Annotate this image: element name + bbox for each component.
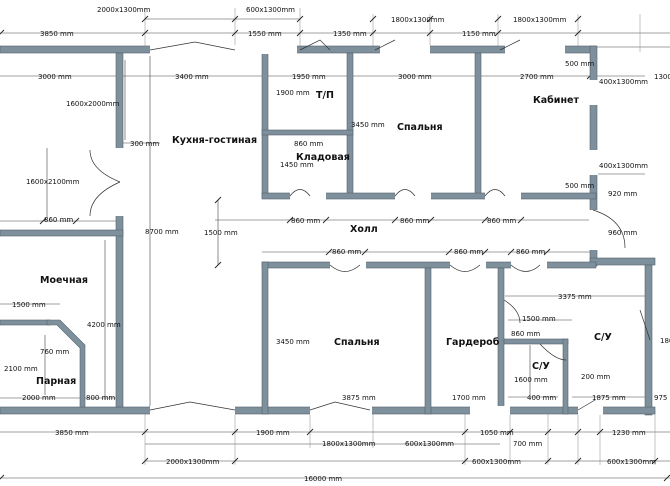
dim-label: 3000 mm bbox=[398, 73, 432, 81]
dimension-ticks bbox=[0, 15, 670, 482]
dim-label: 1900 mm bbox=[276, 89, 310, 97]
dim-label: 500 mm bbox=[565, 60, 594, 68]
dim-label: 1800x1300mm bbox=[391, 16, 445, 24]
dim-label: 960 mm bbox=[608, 229, 637, 237]
dim-label: 600x1300mm bbox=[472, 458, 521, 466]
dim-label: 300 mm bbox=[130, 140, 159, 148]
dim-label: 400x1300mm bbox=[599, 78, 648, 86]
dim-label: 700 mm bbox=[513, 440, 542, 448]
doors bbox=[89, 39, 651, 411]
dim-label: 2100 mm bbox=[4, 365, 38, 373]
dimension-lines bbox=[0, 8, 670, 479]
dim-label: 3850 mm bbox=[55, 429, 89, 437]
dim-label: 860 mm bbox=[291, 217, 320, 225]
dim-label: 1600x2000mm bbox=[66, 100, 120, 108]
dim-label: 1800x1300mm bbox=[513, 16, 567, 24]
dim-label: 2000x1300mm bbox=[97, 6, 151, 14]
dim-label: 3450 mm bbox=[351, 121, 385, 129]
room-labels: Кухня-гостиная Т/П Кладовая Спальня Каби… bbox=[36, 90, 612, 387]
dim-label: 1230 mm bbox=[612, 429, 646, 437]
dim-label: 600x1300mm bbox=[246, 6, 295, 14]
dim-label: 600x1300mm bbox=[607, 458, 656, 466]
dim-label: 3850 mm bbox=[40, 30, 74, 38]
dim-label: 920 mm bbox=[608, 190, 637, 198]
dim-label: 1800x1300mm bbox=[322, 440, 376, 448]
dim-label: 860 mm bbox=[44, 216, 73, 224]
dim-label: 1500 mm bbox=[12, 301, 46, 309]
dim-label: 860 mm bbox=[332, 248, 361, 256]
dim-label: 1600x2100mm bbox=[26, 178, 80, 186]
dim-label: 860 mm bbox=[511, 330, 540, 338]
dim-label: 1900 mm bbox=[256, 429, 290, 437]
dim-label: 975 m bbox=[654, 394, 670, 402]
dim-label: 16000 mm bbox=[304, 475, 342, 483]
dim-label: 186 bbox=[660, 337, 670, 345]
dim-label: 500 mm bbox=[565, 182, 594, 190]
room-bedroom-top-label: Спальня bbox=[397, 122, 443, 133]
room-steam-label: Парная bbox=[36, 376, 76, 387]
dim-label: 1700 mm bbox=[452, 394, 486, 402]
dim-label: 1350 mm bbox=[333, 30, 367, 38]
dim-label: 400x1300mm bbox=[599, 162, 648, 170]
dim-label: 760 mm bbox=[40, 348, 69, 356]
dim-label: 400 mm bbox=[527, 394, 556, 402]
dim-label: 8700 mm bbox=[145, 228, 179, 236]
room-storage-label: Кладовая bbox=[296, 152, 350, 163]
dim-label: 3450 mm bbox=[276, 338, 310, 346]
dim-label: 1500 mm bbox=[204, 229, 238, 237]
dim-label: 2000 mm bbox=[22, 394, 56, 402]
room-study-label: Кабинет bbox=[533, 95, 579, 106]
room-kitchen-label: Кухня-гостиная bbox=[172, 135, 257, 146]
openings bbox=[115, 45, 603, 415]
dim-label: 1450 mm bbox=[280, 161, 314, 169]
dim-label: 860 mm bbox=[400, 217, 429, 225]
dim-label: 860 mm bbox=[516, 248, 545, 256]
dim-label: 200 mm bbox=[581, 373, 610, 381]
dim-label: 1950 mm bbox=[292, 73, 326, 81]
dim-label: 3400 mm bbox=[175, 73, 209, 81]
dim-label: 860 mm bbox=[454, 248, 483, 256]
dim-label: 1050 mm bbox=[480, 429, 514, 437]
room-bedroom-bottom-label: Спальня bbox=[334, 337, 380, 348]
dim-label: 3375 mm bbox=[558, 293, 592, 301]
dim-label: 4200 mm bbox=[87, 321, 121, 329]
room-hall-label: Холл bbox=[350, 224, 378, 235]
dim-label: 800 mm bbox=[86, 394, 115, 402]
dim-label: 3875 mm bbox=[342, 394, 376, 402]
dim-label: 1550 mm bbox=[248, 30, 282, 38]
room-toilet-label: Т/П bbox=[316, 90, 334, 101]
dimension-labels: 2000x1300mm 600x1300mm 1800x1300mm 1800x… bbox=[4, 6, 670, 483]
dim-label: 1300 bbox=[654, 73, 670, 81]
dim-label: 1600 mm bbox=[514, 376, 548, 384]
room-bath-large-label: С/У bbox=[594, 332, 612, 343]
dim-label: 1875 mm bbox=[592, 394, 626, 402]
dim-label: 1150 mm bbox=[462, 30, 496, 38]
room-bath-small-label: С/У bbox=[532, 361, 550, 372]
dim-label: 2700 mm bbox=[520, 73, 554, 81]
dim-label: 1500 mm bbox=[522, 315, 556, 323]
dim-label: 2000x1300mm bbox=[166, 458, 220, 466]
room-washroom-label: Моечная bbox=[40, 275, 88, 286]
dim-label: 860 mm bbox=[294, 140, 323, 148]
dim-label: 3000 mm bbox=[38, 73, 72, 81]
room-wardrobe-label: Гардероб bbox=[446, 337, 500, 348]
dim-label: 600x1300mm bbox=[405, 440, 454, 448]
dim-label: 860 mm bbox=[487, 217, 516, 225]
